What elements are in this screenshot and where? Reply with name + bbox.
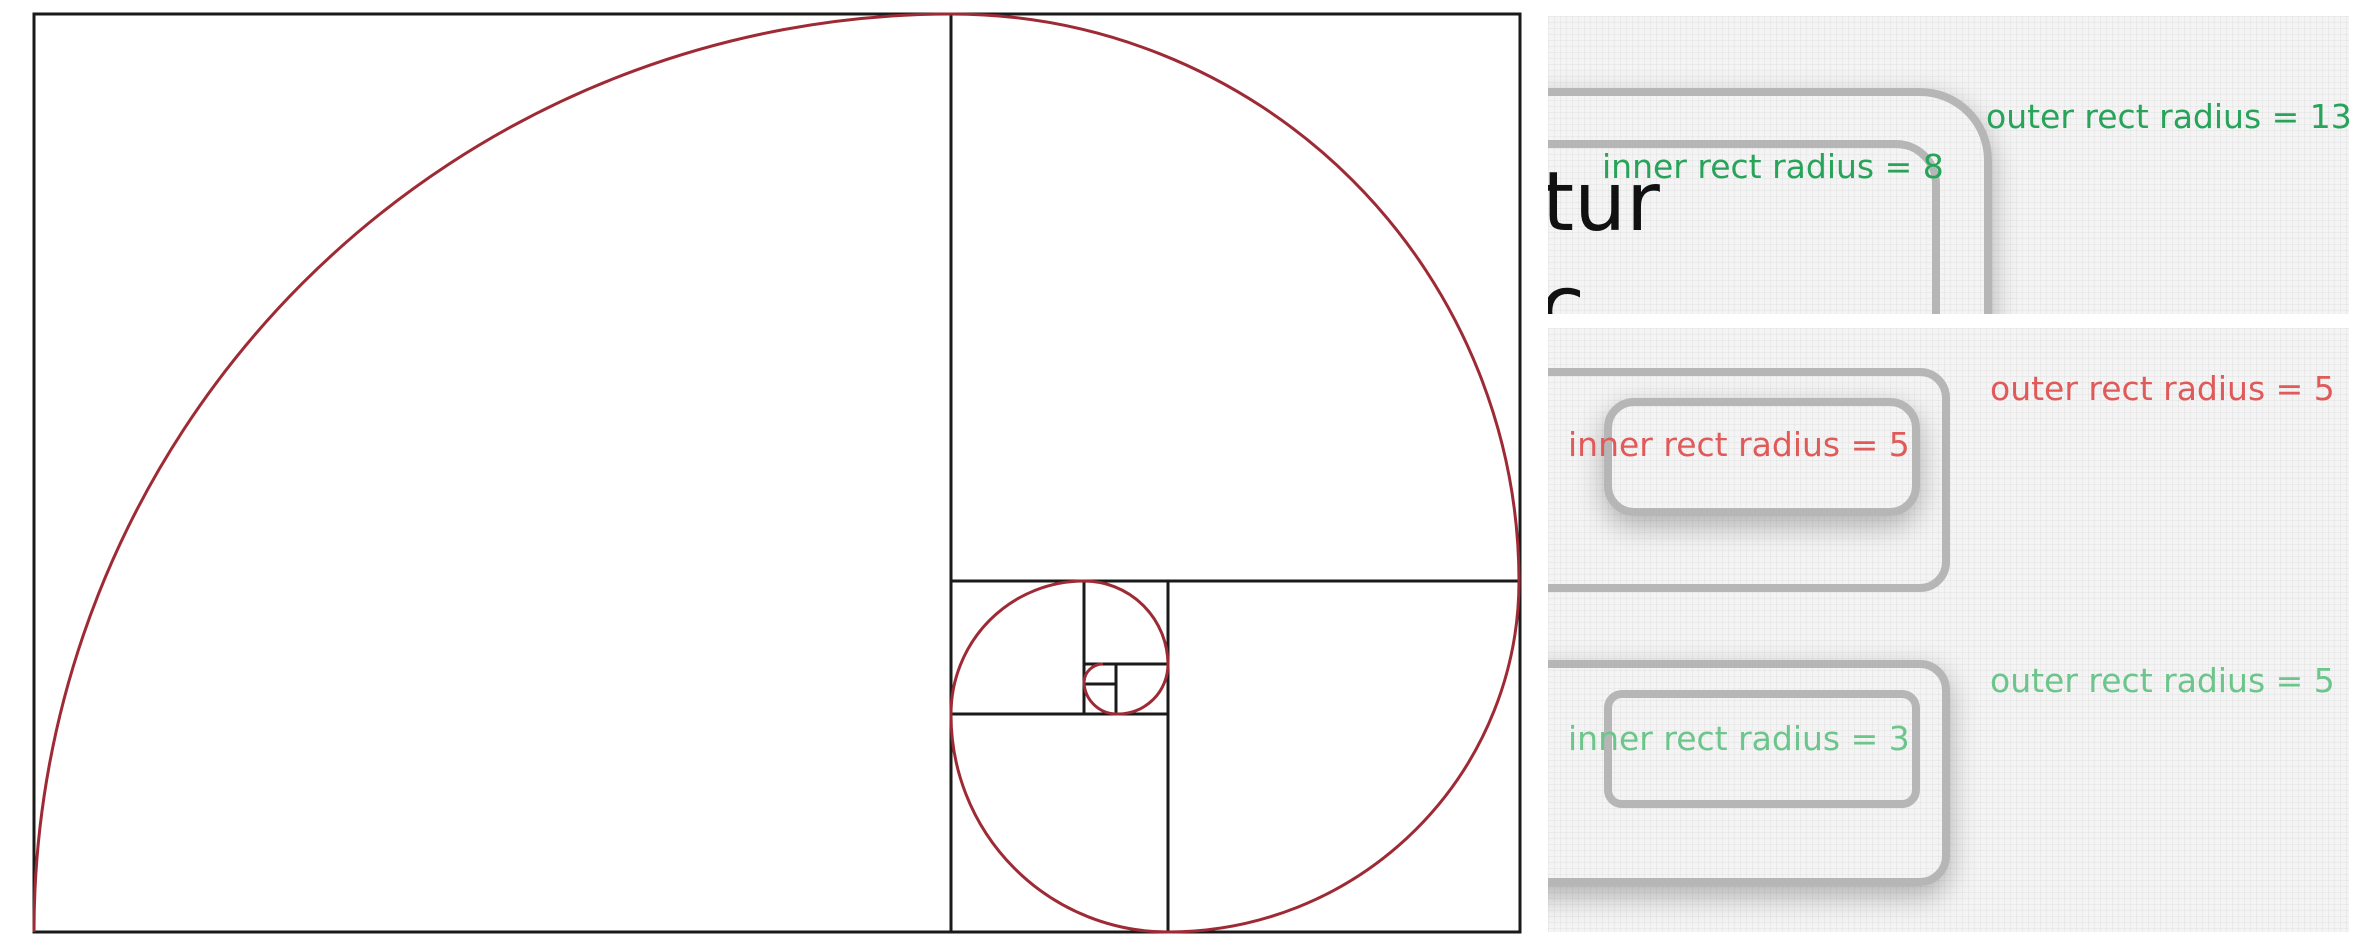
inner-rounded-rect-red [1604, 398, 1920, 516]
outer-radius-label-red: outer rect radius = 5 [1990, 369, 2335, 408]
golden-spiral-diagram [32, 12, 1522, 934]
inner-radius-label-green: inner rect radius = 3 [1568, 719, 1910, 758]
radius-demo-panel-top: tur c outer rect radius = 13 inner rect … [1548, 16, 2349, 314]
inner-rounded-rect [1548, 140, 1940, 314]
outer-rounded-rect [1548, 88, 1992, 314]
inner-radius-label: inner rect radius = 8 [1602, 147, 1944, 186]
golden-rectangle-frames [32, 12, 1522, 934]
inner-radius-label-red: inner rect radius = 5 [1568, 425, 1910, 464]
outer-radius-label: outer rect radius = 13 [1986, 97, 2349, 136]
inner-rounded-rect-green [1604, 690, 1920, 808]
outer-rounded-rect-green [1548, 660, 1950, 886]
background-text-line-1: tur [1548, 155, 1660, 250]
outer-golden-rectangle [32, 12, 1522, 934]
background-text-line-2: c [1548, 259, 1586, 315]
golden-spiral-curve [32, 12, 1521, 934]
outer-rounded-rect-red [1548, 368, 1950, 592]
radius-demo-panel-bottom: outer rect radius = 5 inner rect radius … [1548, 328, 2349, 932]
outer-radius-label-green: outer rect radius = 5 [1990, 661, 2335, 700]
